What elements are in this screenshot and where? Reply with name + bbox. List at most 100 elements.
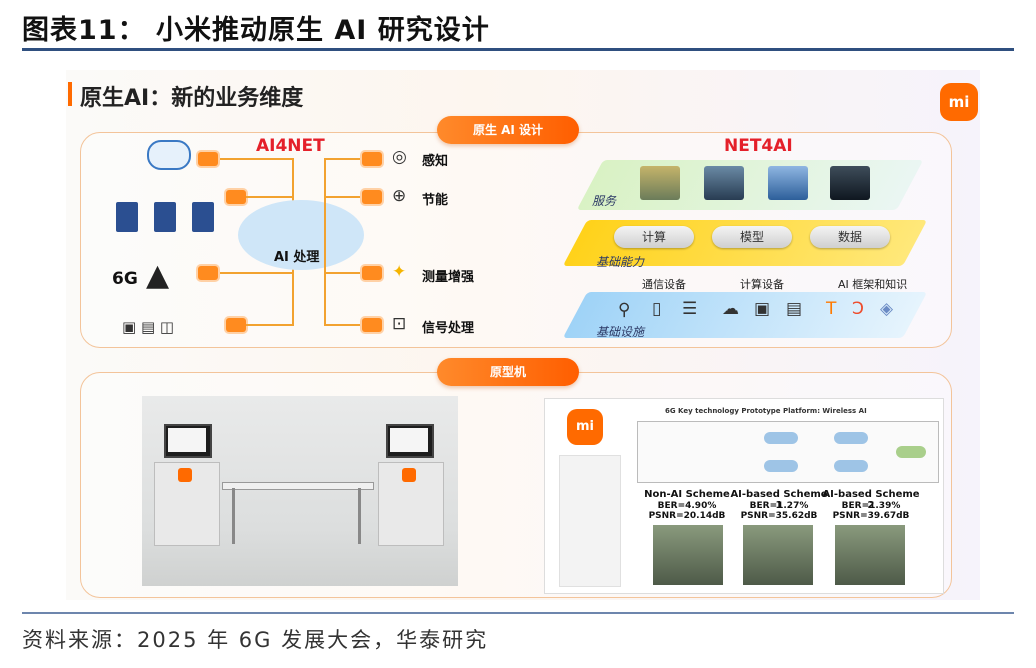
source-note: 资料来源：2025 年 6G 发展大会，华泰研究 bbox=[22, 628, 489, 652]
server-icon bbox=[116, 202, 138, 232]
connector-line bbox=[220, 158, 292, 160]
scheme-ber: BER=4.90% bbox=[657, 501, 717, 511]
table-leg bbox=[232, 488, 235, 544]
measurement-icon: ✦ bbox=[392, 262, 407, 282]
connector-line bbox=[324, 196, 360, 198]
platform-title: 6G Key technology Prototype Platform: Wi… bbox=[665, 407, 867, 415]
server-icon bbox=[154, 202, 176, 232]
capability-model: 模型 bbox=[712, 226, 792, 248]
connector-line bbox=[324, 158, 360, 160]
cloud-compute-icon: ☁ bbox=[722, 299, 739, 319]
cpu-icon: ▣ bbox=[754, 299, 771, 319]
dog-image bbox=[835, 525, 905, 585]
source-rule bbox=[22, 612, 1014, 614]
scheme-psnr: PSNR=35.62dB bbox=[740, 511, 818, 521]
ai4net-title: AI4NET bbox=[256, 136, 325, 156]
service-thumbnail bbox=[768, 166, 808, 200]
function-measurement: 测量增强 bbox=[422, 270, 475, 285]
capability-data: 数据 bbox=[810, 226, 890, 248]
connector-line bbox=[292, 262, 294, 326]
diagram-node bbox=[764, 460, 798, 472]
design-pill: 原生 AI 设计 bbox=[437, 116, 579, 144]
chip-icon bbox=[226, 190, 246, 204]
connector-line bbox=[220, 272, 292, 274]
net4ai-title: NET4AI bbox=[724, 136, 793, 156]
scheme-ber: BER=1.39% bbox=[841, 501, 901, 511]
function-energy-saving: 节能 bbox=[422, 193, 449, 208]
server-rack-icon: ☰ bbox=[682, 299, 698, 319]
monitor-screen bbox=[390, 428, 428, 452]
service-thumbnail bbox=[830, 166, 870, 200]
figure-title: 图表11： 小米推动原生 AI 研究设计 bbox=[22, 15, 490, 46]
dog-image bbox=[743, 525, 813, 585]
slide-heading: 原生AI：新的业务维度 bbox=[80, 86, 304, 111]
scheme-ber: BER=1.27% bbox=[749, 501, 809, 511]
service-thumbnail bbox=[704, 166, 744, 200]
connector-line bbox=[246, 196, 292, 198]
phone-icon: ▯ bbox=[652, 299, 662, 319]
diagram-node bbox=[834, 460, 868, 472]
mi-badge bbox=[178, 468, 192, 482]
chip-icon bbox=[362, 318, 382, 332]
network-label: 6G bbox=[112, 269, 138, 289]
title-rule bbox=[22, 48, 1014, 51]
ai-processing-label: AI 处理 bbox=[274, 250, 320, 265]
infra-column-compute: 计算设备 bbox=[740, 278, 784, 291]
connector-line bbox=[324, 272, 360, 274]
diagram-node bbox=[834, 432, 868, 444]
chip-icon bbox=[362, 152, 382, 166]
diagram-node bbox=[764, 432, 798, 444]
scheme-psnr: PSNR=39.67dB bbox=[832, 511, 910, 521]
scheme-title: AI-based Scheme 2 bbox=[822, 489, 920, 511]
system-diagram bbox=[637, 421, 939, 483]
test-table bbox=[222, 482, 374, 490]
chip-icon bbox=[198, 266, 218, 280]
poster-logo: mi bbox=[567, 409, 603, 445]
chip-icon bbox=[362, 190, 382, 204]
scheme-title: AI-based Scheme 1 bbox=[730, 489, 828, 511]
sensing-icon: ◎ bbox=[392, 147, 407, 167]
prototype-pill: 原型机 bbox=[437, 358, 579, 386]
prototype-photo bbox=[142, 396, 458, 586]
infrastructure-layer-label: 基础设施 bbox=[596, 325, 645, 339]
prototype-poster: mi 6G Key technology Prototype Platform:… bbox=[544, 398, 944, 594]
chip-icon bbox=[362, 266, 382, 280]
cloud-icon bbox=[147, 140, 191, 170]
xiaomi-logo: mi bbox=[940, 83, 978, 121]
tensorflow-icon: T bbox=[826, 299, 837, 319]
connector-line bbox=[246, 324, 292, 326]
chip-icon bbox=[198, 152, 218, 166]
scheme-title: Non-AI Scheme bbox=[644, 489, 730, 500]
service-layer-label: 服务 bbox=[592, 194, 617, 208]
antenna-tower-icon: ▲ bbox=[146, 258, 170, 293]
table-leg bbox=[358, 488, 361, 544]
framework-icon: ◈ bbox=[880, 299, 894, 319]
function-sensing: 感知 bbox=[422, 154, 449, 169]
service-layer bbox=[576, 160, 924, 210]
diagram-node bbox=[896, 446, 926, 458]
pytorch-icon: Ↄ bbox=[852, 299, 864, 319]
monitor bbox=[164, 424, 212, 458]
monitor-screen bbox=[168, 428, 206, 452]
energy-saving-icon: ⊕ bbox=[392, 186, 407, 206]
capability-layer-label: 基础能力 bbox=[596, 255, 645, 269]
connector-line bbox=[292, 158, 294, 210]
ai-processing-ellipse bbox=[238, 200, 364, 270]
service-thumbnail bbox=[640, 166, 680, 200]
scheme-psnr: PSNR=20.14dB bbox=[648, 511, 726, 521]
mi-badge bbox=[402, 468, 416, 482]
function-signal-processing: 信号处理 bbox=[422, 321, 475, 336]
monitor bbox=[386, 424, 434, 458]
devices-icon: ▣ ▤ ◫ bbox=[122, 318, 175, 336]
connector-line bbox=[324, 158, 326, 326]
chip-icon bbox=[226, 318, 246, 332]
signal-processing-icon: ⊡ bbox=[392, 314, 407, 334]
dog-image bbox=[653, 525, 723, 585]
antenna-icon: ⚲ bbox=[618, 300, 631, 320]
connector-line bbox=[324, 324, 360, 326]
infra-column-ai: AI 框架和知识 bbox=[838, 278, 908, 291]
infra-column-comm: 通信设备 bbox=[642, 278, 686, 291]
poster-sidebar bbox=[559, 455, 621, 587]
slide-heading-bar bbox=[68, 82, 72, 106]
memory-icon: ▤ bbox=[786, 299, 803, 319]
